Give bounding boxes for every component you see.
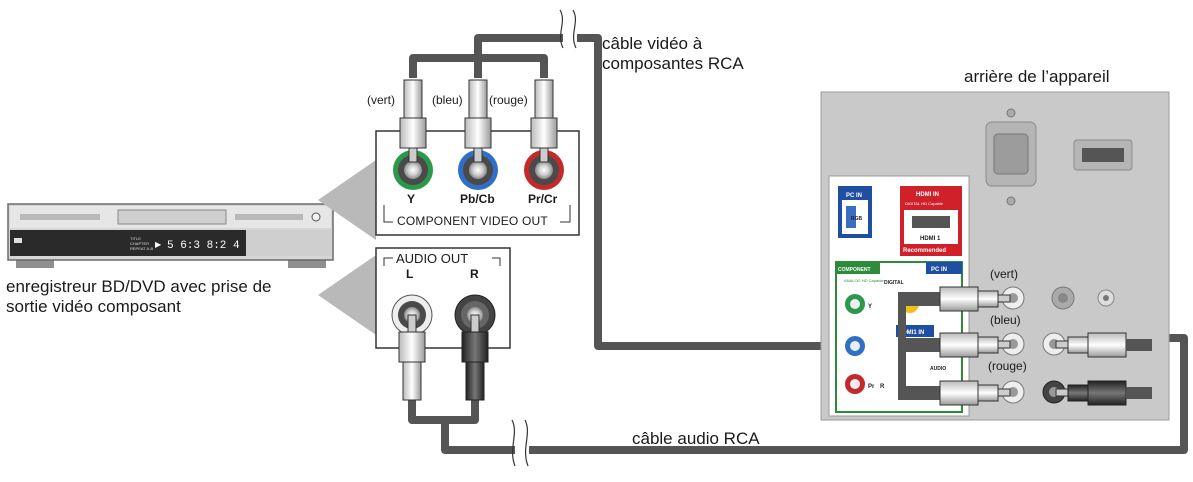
tv-label-audio: AUDIO [930, 366, 946, 372]
component-jack-y-label: Y [407, 192, 416, 206]
component-jack-pb-label: Pb/Cb [460, 192, 495, 206]
display-label-chapter: CHAPTER [130, 241, 149, 246]
video-cable-label-line2: composantes RCA [602, 54, 744, 73]
video-cable-label-line1: câble vidéo à [602, 34, 703, 53]
plug-label-bleu: (bleu) [432, 93, 463, 107]
vga-port-icon [985, 108, 1037, 206]
tv-plug-label-rouge: (rouge) [988, 359, 1027, 373]
tv-label-pc-in-2: PC IN [931, 267, 947, 273]
jack-pb [458, 150, 498, 190]
plug-blue [464, 79, 492, 163]
display-label-title: TITLE [130, 236, 141, 241]
arrow-component-panel [318, 160, 376, 240]
audio-panel-left-label: L [406, 267, 414, 281]
jack-pr [524, 150, 564, 190]
tv-video-plugs [898, 286, 1011, 406]
tv-plug-audio-white [1055, 332, 1152, 358]
audio-panel-title: AUDIO OUT [396, 251, 469, 266]
audio-cable-label: câble audio RCA [632, 429, 760, 448]
plug-green [399, 79, 427, 163]
tv-label-digital-audio: DIGITAL [884, 280, 904, 286]
component-jack-pr-label: Pr/Cr [528, 192, 558, 206]
tv-plug-label-bleu: (bleu) [990, 313, 1021, 327]
tv-label-recommended: Recommended [903, 248, 946, 254]
tv-audio-plugs [1055, 332, 1152, 406]
tv-plug-label-vert: (vert) [990, 267, 1018, 281]
audio-panel-right-label: R [470, 267, 479, 281]
tv-plug-red [898, 380, 1011, 406]
player-display-readout: 5 6:3 8:2 4 [167, 240, 240, 252]
jack-y [393, 150, 433, 190]
tv-label-component: COMPONENT [838, 267, 871, 273]
player-caption-line1: enregistreur BD/DVD avec prise de [6, 277, 272, 296]
tv-label-hdmi-sub: DIGITAL HD Capable [905, 201, 944, 206]
tv-label-hdmi1-in: HDMI1 IN [898, 330, 924, 336]
video-cable-break [559, 9, 577, 50]
tv-rear-label: arrière de l’appareil [964, 67, 1110, 86]
tv-plug-blue [898, 332, 1011, 358]
tv-label-pc-in: PC IN [846, 193, 862, 199]
tv-label-component-sub: ANALOG HD Capable [844, 278, 884, 283]
tv-label-y: Y [868, 304, 872, 310]
component-plugs [399, 79, 558, 163]
tv-label-r: R [880, 384, 885, 390]
display-label-repeat: REPEAT A-B [130, 246, 154, 251]
plug-audio-white [398, 314, 426, 401]
audio-cable-break [511, 419, 529, 467]
tv-label-pr: Pr [868, 384, 875, 390]
tv-label-hdmi-in: HDMI IN [916, 192, 939, 198]
plug-red [530, 79, 558, 163]
arrow-audio-panel [318, 255, 376, 335]
player-caption-line2: sortie vidéo composant [6, 297, 181, 316]
play-icon: ▶ [155, 240, 162, 249]
component-jacks [393, 150, 564, 190]
tv-label-rgb: RGB [851, 216, 863, 222]
tv-plug-green [898, 286, 1011, 312]
bd-dvd-player: TITLE CHAPTER REPEAT A-B ▶ 5 6:3 8:2 4 [7, 203, 334, 268]
video-cable [409, 34, 990, 350]
tv-plug-audio-black [1055, 380, 1152, 406]
plug-label-rouge: (rouge) [489, 93, 528, 107]
plug-audio-black [461, 314, 489, 401]
component-panel-title: COMPONENT VIDEO OUT [397, 214, 548, 228]
plug-label-vert: (vert) [367, 93, 395, 107]
hdmi-port-icon [1073, 139, 1133, 171]
tv-label-hdmi1: HDMI 1 [920, 236, 941, 242]
audio-out-panel [375, 247, 511, 401]
